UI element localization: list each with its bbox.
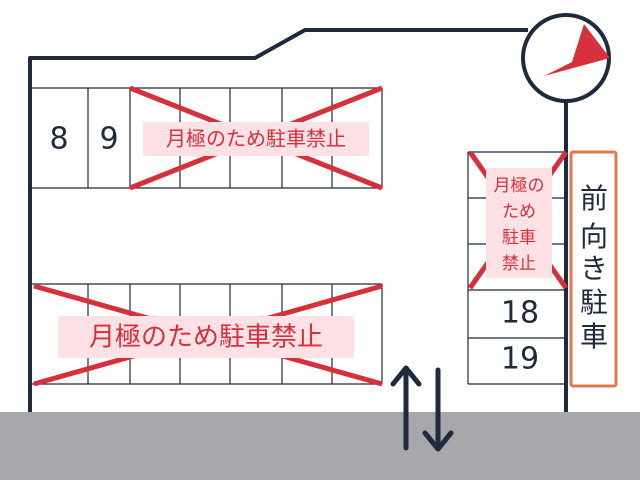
right-column-prohibited: 月極の ため 駐車 禁止	[467, 150, 569, 290]
prohibition-text: 駐車	[502, 228, 536, 248]
stall-number: 9	[99, 122, 118, 157]
front-parking-sign: 前 向 き 駐 車	[569, 150, 618, 388]
prohibition-banner	[486, 168, 552, 278]
compass-icon	[521, 13, 611, 103]
stall-number: 8	[49, 122, 68, 157]
prohibition-banner	[58, 316, 354, 358]
front-parking-char: き	[580, 252, 608, 285]
top-row-stalls	[30, 87, 383, 189]
bottom-row-prohibited: 月極のため駐車禁止	[33, 283, 383, 387]
front-parking-char: 前	[580, 182, 608, 215]
prohibition-text: 月極のため駐車禁止	[166, 127, 346, 151]
stall-number: 19	[501, 342, 539, 377]
front-parking-char: 駐	[580, 286, 608, 319]
prohibition-text: 月極のため駐車禁止	[89, 323, 323, 353]
top-row-prohibited: 月極のため駐車禁止	[129, 85, 383, 191]
two-way-arrow-icon	[390, 365, 454, 452]
prohibition-text: 禁止	[502, 254, 536, 274]
prohibition-text: 月極の	[494, 176, 545, 196]
prohibition-banner	[143, 122, 369, 156]
prohibition-text: ため	[502, 202, 536, 222]
lot-boundary	[28, 28, 528, 412]
front-parking-char: 向	[580, 220, 608, 253]
stall-number: 18	[501, 296, 539, 331]
front-parking-char: 車	[580, 320, 608, 353]
road	[0, 412, 640, 480]
